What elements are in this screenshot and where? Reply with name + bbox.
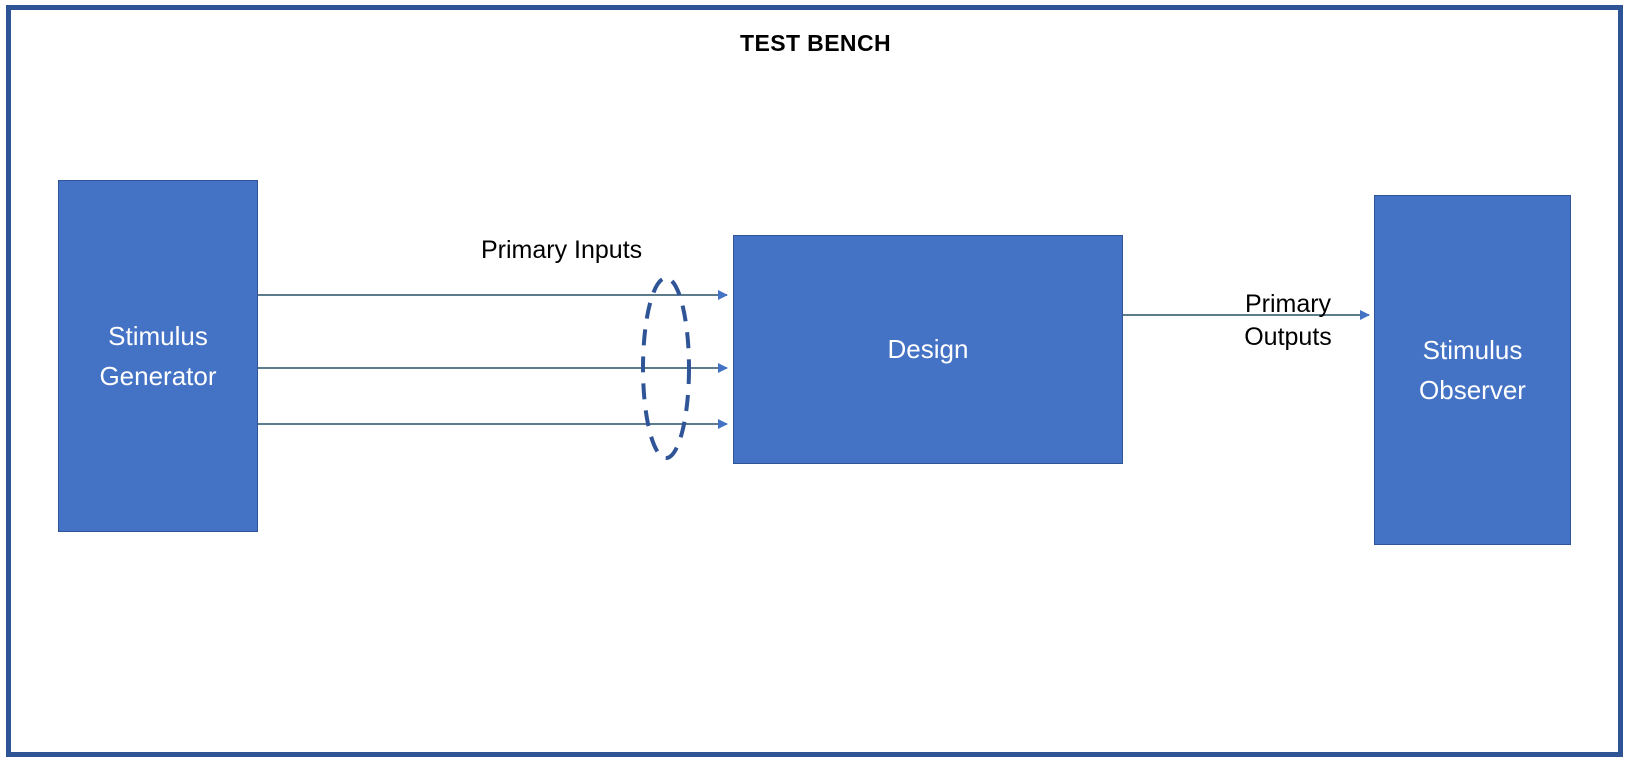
label-primary-inputs: Primary Inputs	[481, 236, 643, 264]
block-label-stimulus-generator: Stimulus Generator	[99, 320, 217, 391]
block-label-stimulus-observer: Stimulus Observer	[1419, 334, 1526, 405]
block-design[interactable]: Design	[733, 235, 1123, 464]
block-stimulus-generator[interactable]: Stimulus Generator	[58, 180, 258, 532]
page-title: TEST BENCH	[740, 30, 891, 56]
block-label-design: Design	[887, 334, 969, 365]
block-stimulus-observer[interactable]: Stimulus Observer	[1374, 195, 1571, 545]
label-primary-outputs: Primary Outputs	[1244, 290, 1332, 351]
